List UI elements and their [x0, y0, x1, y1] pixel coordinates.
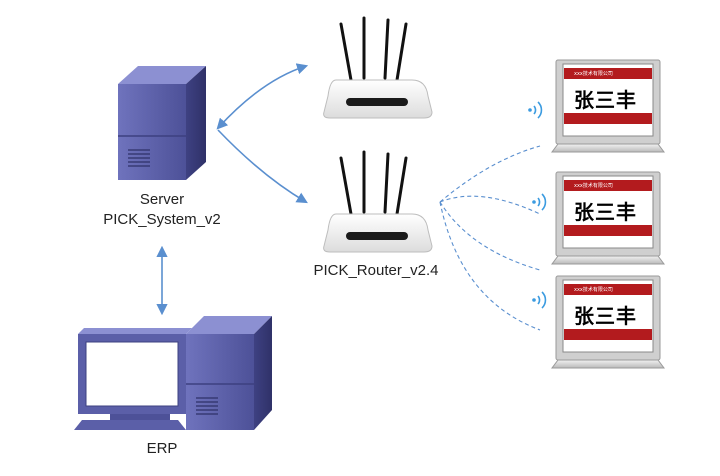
- tag-company-text: xxx技术有限公司: [574, 287, 613, 293]
- tag-name-text: 张三丰: [574, 200, 637, 224]
- tag-company-text: xxx技术有限公司: [574, 71, 613, 77]
- wifi-icon: [532, 193, 547, 211]
- tag-name-text: 张三丰: [574, 88, 637, 112]
- server-label: Server PICK_System_v2: [82, 190, 242, 230]
- wireless-links: [439, 145, 541, 331]
- tag-name-text: 张三丰: [574, 304, 637, 328]
- wifi-icon: [532, 291, 547, 309]
- server-label-line1: Server: [139, 191, 185, 208]
- router-icon: [323, 150, 433, 253]
- router-label: PICK_Router_v2.4: [313, 262, 439, 279]
- router-icon: [323, 16, 433, 119]
- server-icon: [118, 66, 206, 180]
- server-label-line2: PICK_System_v2: [103, 211, 221, 228]
- server-router2-arrow: [217, 129, 308, 204]
- erp-label: ERP: [146, 440, 178, 457]
- server-router1-arrow: [216, 63, 309, 130]
- tag-company-text: xxx技术有限公司: [574, 183, 613, 189]
- eink-tag-icon: [551, 275, 665, 369]
- wifi-icon: [528, 101, 543, 119]
- eink-tag-icon: [551, 59, 665, 153]
- eink-tag-icon: [551, 171, 665, 265]
- erp-computer-icon: [74, 316, 272, 430]
